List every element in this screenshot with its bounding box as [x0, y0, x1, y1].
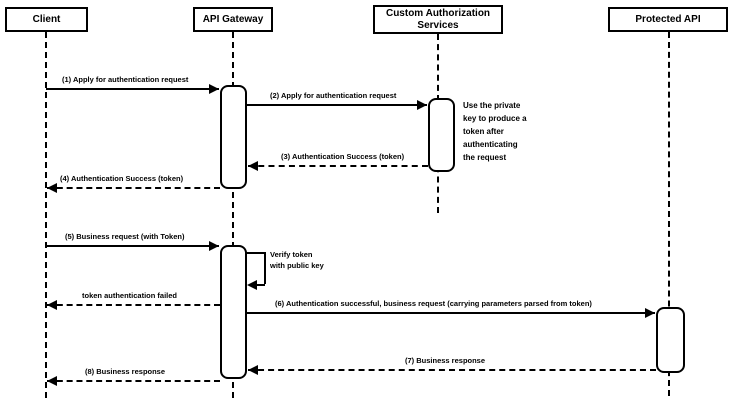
- message-arrowhead-5: [209, 241, 219, 251]
- message-label-1: (1) Apply for authentication request: [62, 75, 189, 84]
- message-label-3: (3) Authentication Success (token): [281, 152, 405, 161]
- message-arrowhead-3: [248, 161, 258, 171]
- message-label-5: (5) Business request (with Token): [65, 232, 185, 241]
- activation-bar-protected-api-exec: [656, 307, 685, 373]
- self-message-top-segment: [246, 252, 265, 254]
- participant-head-api-gateway: API Gateway: [193, 7, 273, 32]
- message-line-3: [248, 165, 428, 167]
- message-arrowhead-7: [645, 308, 655, 318]
- message-label-9: (8) Business response: [85, 367, 166, 376]
- message-arrowhead-2: [417, 100, 427, 110]
- activation-bar-gateway-business: [220, 245, 247, 379]
- self-message-bottom-segment: [254, 284, 265, 286]
- message-arrowhead-9: [47, 376, 57, 386]
- message-label-4: (4) Authentication Success (token): [60, 174, 184, 183]
- message-arrowhead-6: [47, 300, 57, 310]
- participant-head-protected-api: Protected API: [608, 7, 728, 32]
- message-label-6: token authentication failed: [82, 291, 178, 300]
- message-line-2: [247, 104, 427, 106]
- message-arrowhead-1: [209, 84, 219, 94]
- message-line-5: [46, 245, 219, 247]
- message-line-4: [47, 187, 220, 189]
- message-line-1: [46, 88, 219, 90]
- lifeline-client: [45, 32, 47, 398]
- message-line-8: [248, 369, 656, 371]
- activation-bar-gateway-authentication: [220, 85, 247, 189]
- message-label-8: (7) Business response: [405, 356, 486, 365]
- lifeline-protected-api: [668, 32, 670, 396]
- activation-bar-custom-auth-token-issue: [428, 98, 455, 172]
- message-label-7: (6) Authentication successful, business …: [275, 299, 592, 308]
- participant-head-custom-authorization-services: Custom Authorization Services: [373, 5, 503, 34]
- message-label-2: (2) Apply for authentication request: [270, 91, 397, 100]
- lifeline-api-gateway: [232, 32, 234, 398]
- self-message-right-segment: [264, 252, 266, 284]
- note-text-1: Use the private key to produce a token a…: [463, 101, 527, 162]
- self-message-label: Verify token with public key: [270, 250, 324, 271]
- message-arrowhead-8: [248, 365, 258, 375]
- message-line-6: [47, 304, 220, 306]
- message-arrowhead-4: [47, 183, 57, 193]
- message-line-7: [247, 312, 655, 314]
- message-line-9: [47, 380, 220, 382]
- participant-head-client: Client: [5, 7, 88, 32]
- self-message-arrowhead: [247, 280, 257, 290]
